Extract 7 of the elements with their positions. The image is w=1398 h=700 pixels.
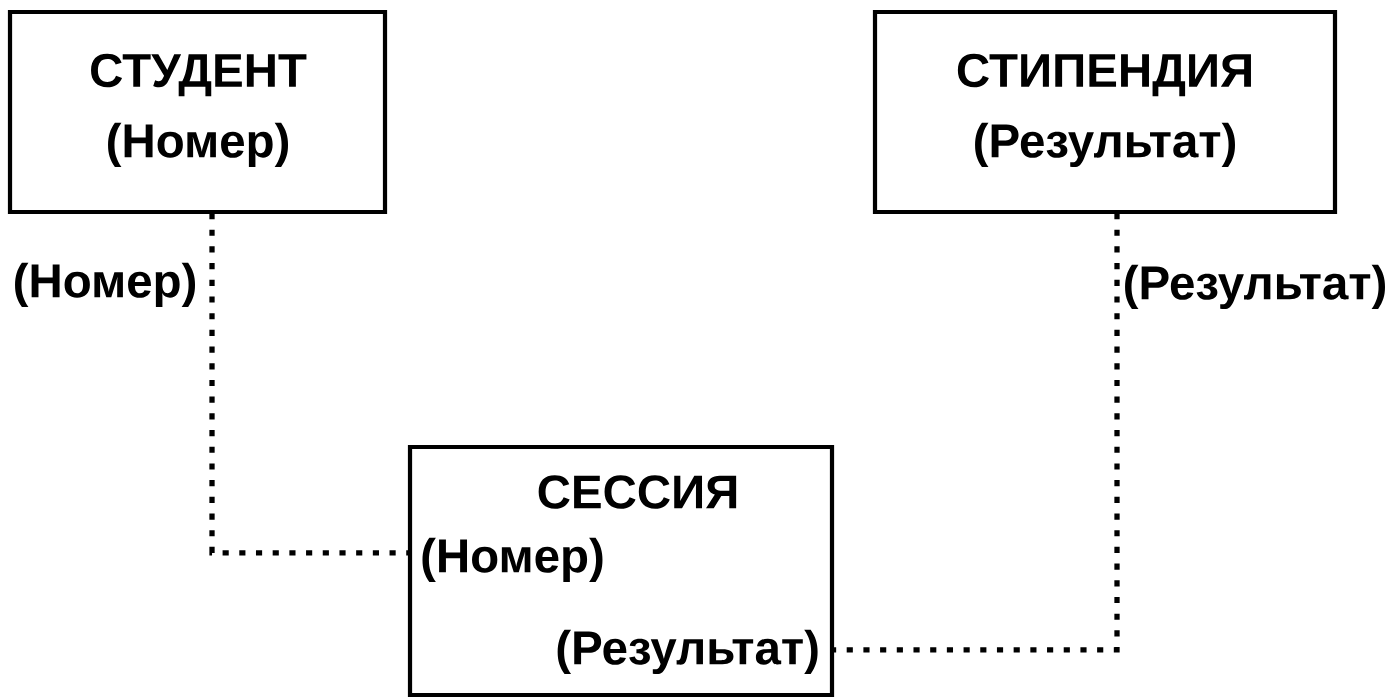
- entity-box: СТУДЕНТ (Номер): [7, 9, 388, 215]
- edge-label: (Номер): [10, 261, 200, 309]
- edge-label: (Результат): [1120, 263, 1390, 311]
- entity-box: СТИПЕНДИЯ (Результат): [872, 9, 1338, 215]
- entity-box: СЕССИЯ (Номер) (Результат): [407, 444, 835, 698]
- connector-line: [209, 213, 409, 556]
- connector-line: [833, 213, 1120, 653]
